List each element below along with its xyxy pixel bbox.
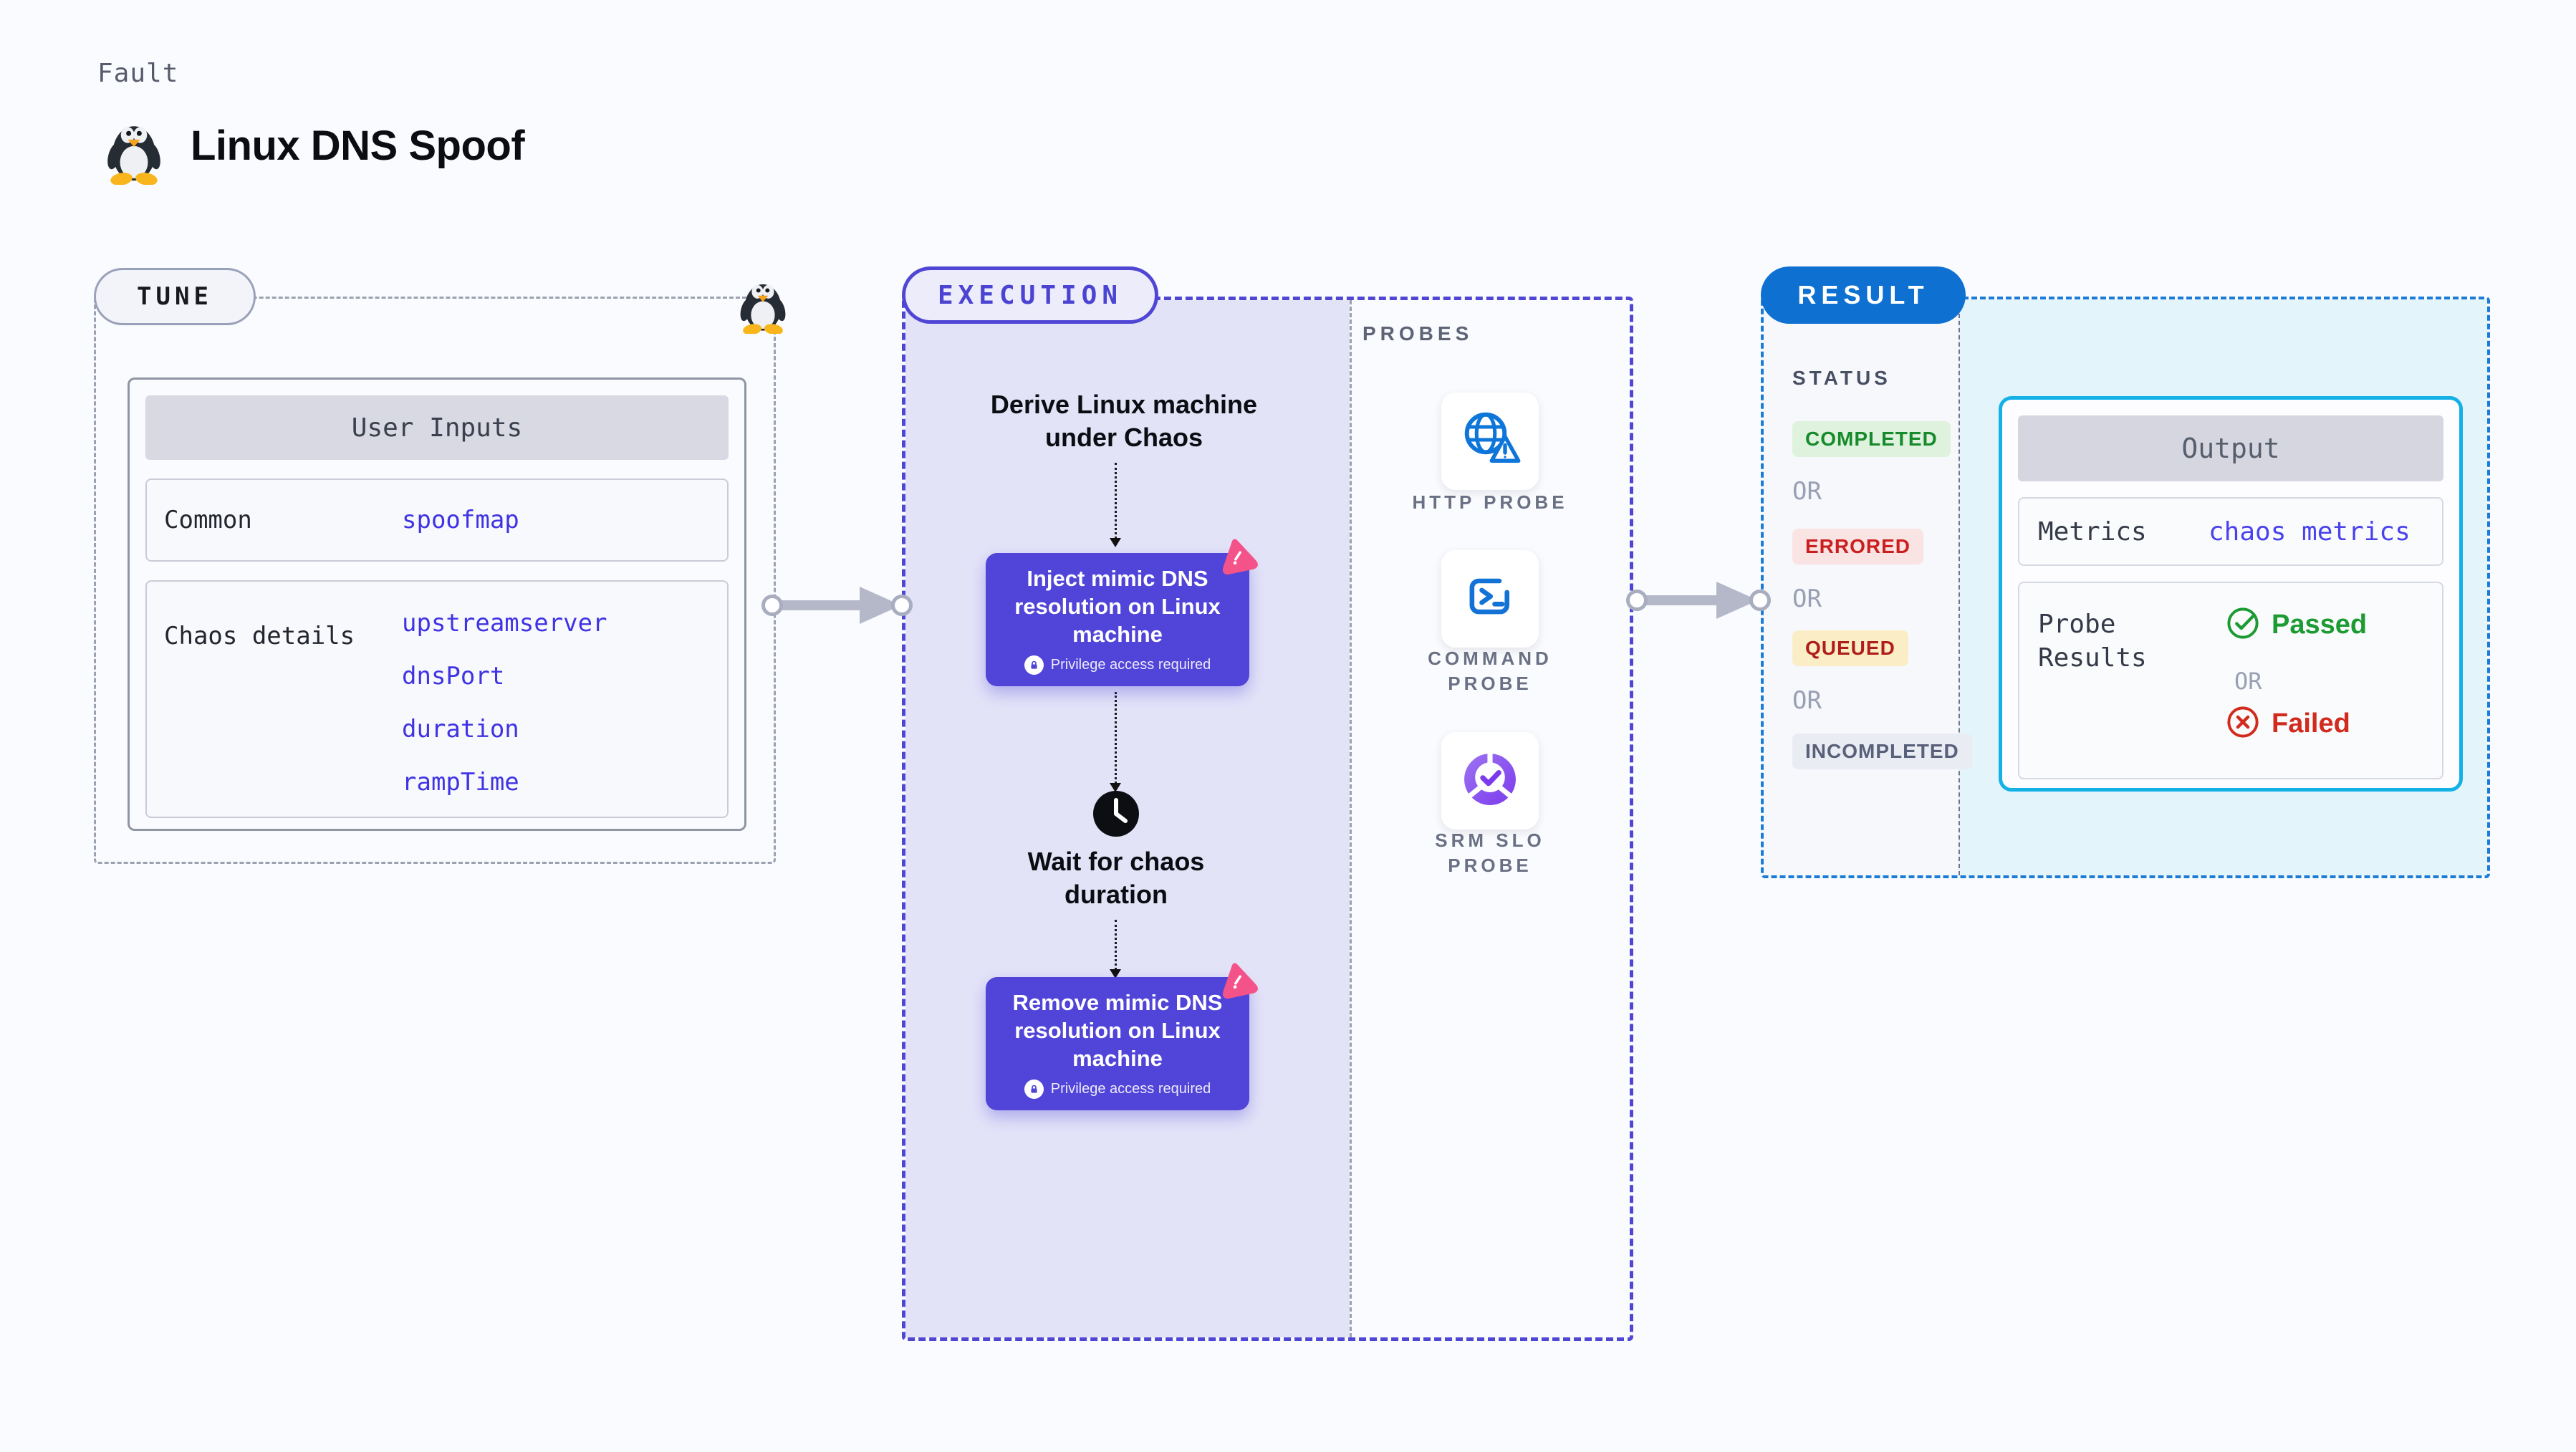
- privilege-note: Privilege access required: [1050, 1081, 1211, 1097]
- user-inputs-table: User Inputs Common spoofmap Chaos detail…: [128, 378, 746, 831]
- passed-verdict: Passed: [2226, 606, 2367, 644]
- input-value: rampTime: [402, 768, 519, 797]
- input-value: upstreamserver: [402, 609, 607, 638]
- command-probe-label: COMMAND PROBE: [1428, 648, 1552, 694]
- remove-step-node: Remove mimic DNS resolution on Linux mac…: [986, 977, 1249, 1110]
- output-header: Output: [2018, 415, 2443, 481]
- command-probe-card: [1441, 550, 1539, 648]
- fault-kicker: Fault: [97, 59, 179, 88]
- table-row: Chaos details upstreamserver dnsPort dur…: [145, 580, 729, 818]
- or-separator: OR: [2234, 668, 2262, 695]
- flow-arrow-tune-to-execution: [772, 600, 864, 610]
- globe-alert-icon: [1456, 405, 1524, 478]
- flow-connector-down: [1110, 463, 1121, 547]
- derive-step-text: Derive Linux machine under Chaos: [990, 390, 1258, 452]
- http-probe-label: HTTP PROBE: [1412, 491, 1568, 513]
- probes-column-label: PROBES: [1363, 322, 1474, 345]
- status-badge-queued: QUEUED: [1792, 630, 1908, 666]
- x-circle-icon: [2226, 705, 2260, 743]
- status-badge-completed: COMPLETED: [1792, 421, 1951, 457]
- srm-slo-probe-label: SRM SLO PROBE: [1435, 830, 1545, 876]
- flow-arrow-execution-to-result: [1637, 595, 1721, 605]
- tune-section-box: [94, 297, 776, 864]
- connector-dot: [1626, 590, 1648, 611]
- chaos-badge-icon: [1218, 960, 1258, 1000]
- inject-step-node: Inject mimic DNS resolution on Linux mac…: [986, 553, 1249, 686]
- input-value: spoofmap: [402, 506, 519, 534]
- status-badge-errored: ERRORED: [1792, 529, 1924, 564]
- connector-dot: [761, 595, 783, 616]
- status-divider: [1959, 299, 1960, 875]
- execution-section-box: [902, 297, 1633, 1341]
- execution-section-label: EXECUTION: [902, 266, 1158, 324]
- chaos-badge-icon: [1218, 536, 1258, 576]
- result-section-label: RESULT: [1761, 266, 1966, 324]
- terminal-icon: [1457, 564, 1523, 634]
- connector-dot: [1749, 590, 1771, 611]
- or-separator: OR: [1792, 477, 1822, 506]
- probes-divider: [1350, 300, 1352, 1337]
- input-value: dnsPort: [402, 662, 505, 691]
- lock-icon: [1024, 655, 1044, 675]
- linux-penguin-icon: [105, 113, 163, 188]
- user-inputs-header: User Inputs: [145, 395, 729, 460]
- flow-connector-down: [1110, 920, 1121, 979]
- table-row: Common spoofmap: [145, 479, 729, 562]
- linux-penguin-icon-small: [738, 274, 788, 337]
- status-badge-incompleted: INCOMPLETED: [1792, 734, 1972, 769]
- check-circle-icon: [2226, 606, 2260, 644]
- metrics-row: Metrics chaos metrics: [2018, 497, 2443, 566]
- privilege-note: Privilege access required: [1050, 657, 1211, 673]
- flow-connector-down: [1110, 692, 1121, 792]
- srm-slo-probe-card: [1441, 732, 1539, 830]
- page-title: Linux DNS Spoof: [191, 122, 525, 169]
- lock-icon: [1024, 1080, 1044, 1099]
- failed-verdict: Failed: [2226, 705, 2350, 743]
- probe-results-row: Probe Results Passed OR Failed: [2018, 582, 2443, 779]
- slo-pie-check-icon: [1457, 746, 1523, 816]
- status-column: [1764, 299, 1959, 875]
- metrics-value: chaos metrics: [2209, 516, 2411, 547]
- wait-step-text: Wait for chaos duration: [1027, 847, 1205, 909]
- http-probe-card: [1441, 393, 1539, 490]
- or-separator: OR: [1792, 585, 1822, 613]
- input-value: duration: [402, 715, 519, 744]
- connector-dot: [891, 595, 913, 616]
- output-card: Output Metrics chaos metrics Probe Resul…: [1999, 396, 2463, 792]
- tune-section-label: TUNE: [94, 268, 256, 325]
- clock-icon: [1090, 788, 1142, 843]
- or-separator: OR: [1792, 686, 1822, 715]
- status-label: STATUS: [1792, 367, 1891, 389]
